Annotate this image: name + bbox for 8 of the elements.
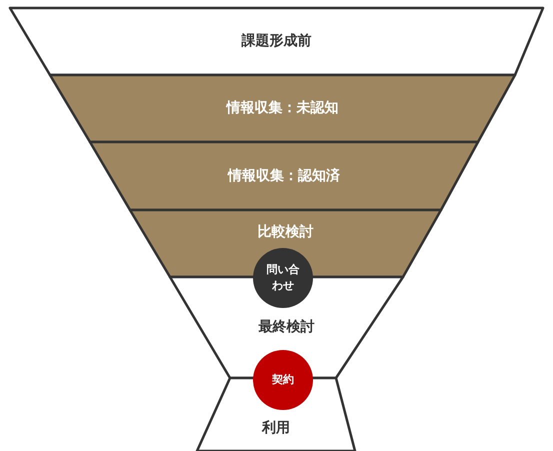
stage-label: 課題形成前	[242, 32, 312, 51]
stage-label: 情報収集：未認知	[226, 99, 338, 118]
milestone-label: 契約	[271, 372, 295, 388]
stage-label: 情報収集：認知済	[228, 167, 340, 186]
stage-label: 利用	[262, 419, 290, 438]
stage-label: 比較検討	[258, 223, 314, 242]
stage-label: 最終検討	[258, 318, 314, 337]
milestone-label: 問い合わせ	[266, 262, 300, 294]
